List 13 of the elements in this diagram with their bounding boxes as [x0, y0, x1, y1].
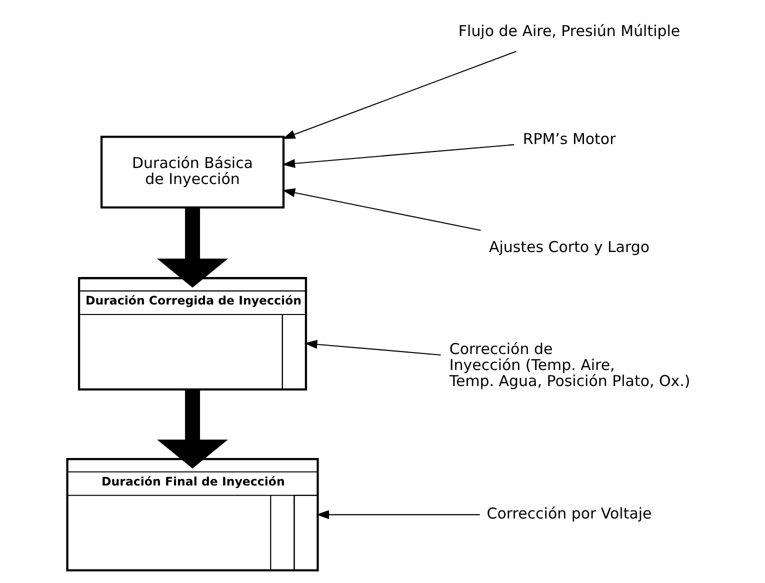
- arrow: [282, 188, 481, 231]
- arrow: [282, 144, 514, 168]
- arrow: [282, 50, 516, 139]
- node-text: RPM’s Motor: [522, 130, 616, 148]
- node-text: Flujo de Aire, Presiún Múltiple: [458, 22, 680, 40]
- node-box: Duración Básica de Inyección: [100, 136, 285, 209]
- arrow: [304, 340, 441, 356]
- arrow: [157, 208, 228, 288]
- arrow: [157, 389, 228, 469]
- arrow: [316, 510, 480, 520]
- node-text: Corrección por Voltaje: [486, 504, 652, 523]
- node-text: Ajustes Corto y Largo: [488, 238, 650, 256]
- node-text: Corrección de Inyección (Temp. Aire, Temp. Agua, Posición Plato, Ox.): [449, 340, 690, 390]
